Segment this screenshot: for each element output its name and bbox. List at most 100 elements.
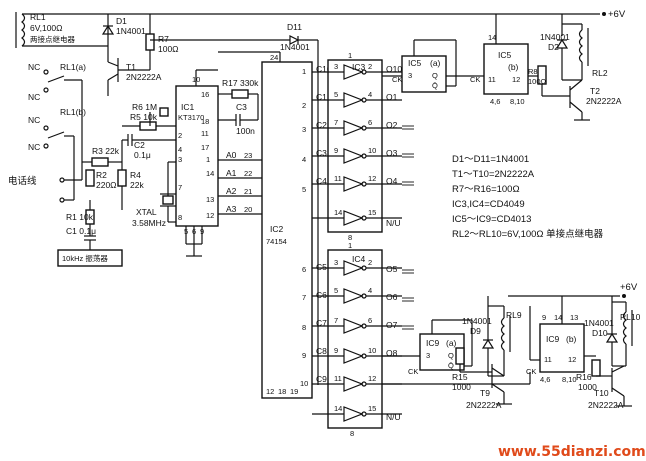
- diode-d11: D11 1N4001: [150, 22, 319, 385]
- ic4-out-o6: O6: [386, 292, 398, 302]
- ic2-out-pin-7: 7: [302, 293, 306, 302]
- r8-value: 100Ω: [528, 77, 547, 86]
- t1-name: T1: [126, 62, 136, 72]
- ic4-in-pin: 5: [334, 286, 338, 295]
- ic4-out-pin: 6: [368, 316, 372, 325]
- ic3-inverter-gate: 14 15: [312, 208, 402, 226]
- d9-name: D9: [470, 326, 481, 336]
- ic3-out-pin: 2: [368, 62, 372, 71]
- ic4-out-pin: 10: [368, 346, 376, 355]
- ic9b-name: IC9: [546, 334, 560, 344]
- ic1-pin-8: 8: [178, 213, 182, 222]
- ic1-pin-12: 12: [206, 211, 214, 220]
- ic3-inverter-triangle: [343, 64, 364, 80]
- ic4-out-o5: O5: [386, 264, 398, 274]
- ic4-out-pin: 2: [368, 258, 372, 267]
- t1-part: 2N2222A: [126, 72, 162, 82]
- r17-label: R17 330k: [222, 78, 259, 88]
- ic1-pin-18: 18: [201, 117, 209, 126]
- xtal-value: 3.58MHz: [132, 218, 166, 228]
- supply-bottom-label: +6V: [620, 282, 638, 293]
- r5-label: R5 10k: [130, 112, 158, 122]
- signal-c4: C4: [316, 176, 327, 186]
- signal-c1: C1: [316, 92, 327, 102]
- d2-part: 1N4001: [540, 32, 570, 42]
- ic3-in-pin: 14: [334, 208, 342, 217]
- ic3-inverter-triangle: [343, 92, 364, 108]
- ic2-pin-20: 20: [244, 205, 252, 214]
- oscillator-network: R1 10k C1 0.1μ 10kHz 振荡器: [57, 200, 123, 267]
- ic3-in-pin: 9: [334, 146, 338, 155]
- t9-name: T9: [480, 388, 490, 398]
- ic1-part: KT3170: [178, 113, 204, 122]
- ic4-out-o8: O8: [386, 348, 398, 358]
- d10-part: 1N4001: [584, 318, 614, 328]
- relay-rl1: RL1 6V,100Ω 两接点继电器: [15, 12, 108, 48]
- ic2-out-pin-3: 3: [302, 125, 306, 134]
- t10-name: T10: [594, 388, 609, 398]
- bottom-supply-rail: +6V: [508, 282, 638, 298]
- ic3-out-nu: N/U: [386, 218, 401, 228]
- ic3-pin-8: 8: [348, 233, 352, 242]
- rl2-label: RL2: [592, 68, 608, 78]
- ic4-in-pin: 11: [334, 374, 342, 383]
- ic2-out-pin-6: 6: [302, 265, 306, 274]
- ic1-kt3170: IC1 KT3170 10 16 18 2 4 11 17 7 8 3 5 6 …: [168, 69, 219, 257]
- legend-line-3: R7～R16=100Ω: [452, 184, 520, 195]
- ic9b-ck: CK: [526, 367, 536, 376]
- c2-value: 0.1μ: [134, 150, 151, 160]
- ic3-pin-1: 1: [348, 51, 352, 60]
- ic5a-half: (a): [430, 58, 441, 68]
- r7-value: 100Ω: [158, 44, 179, 54]
- signal-c3: C3: [316, 148, 327, 158]
- ic4-out-pin: 12: [368, 374, 376, 383]
- component-legend: D1～D11=1N4001 T1～T10=2N2222A R7～R16=100Ω…: [452, 154, 604, 240]
- ic1-pin-13: 13: [206, 195, 214, 204]
- address-bus: A0 A1 A2 A3: [218, 150, 262, 215]
- ic9a-qbar: Q̄: [448, 361, 454, 370]
- ic3-out-o3: O3: [386, 148, 398, 158]
- rl1a-label: RL1(a): [60, 62, 86, 72]
- relay-driver-9: 1N4001 D9 RL9 R15 1000 T9 2N2222A: [452, 296, 522, 410]
- top-supply-rail: +6V: [108, 9, 626, 20]
- ic4-in-pin: 9: [334, 346, 338, 355]
- ic9b-pin-12: 12: [568, 355, 576, 364]
- ic4-inverter-triangle: [343, 348, 364, 364]
- ic5a-q: Q: [432, 71, 438, 80]
- ic3-out-o10: O10: [386, 64, 402, 74]
- nc-label-1: NC: [28, 62, 40, 72]
- output-stubs: [402, 125, 414, 330]
- ic3-out-pin: 12: [368, 174, 376, 183]
- ic4-inverter-triangle: [343, 376, 364, 392]
- legend-line-2: T1～T10=2N2222A: [452, 169, 535, 180]
- d1-name: D1: [116, 16, 127, 26]
- signal-c9: C9: [316, 374, 327, 384]
- ic9b-pin-9: 9: [542, 313, 546, 322]
- rl10-label: RL10: [620, 312, 641, 322]
- ic3-out-pin: 15: [368, 208, 376, 217]
- r16-value: 1000: [578, 382, 597, 392]
- ic2-pin-24: 24: [270, 53, 278, 62]
- rl1b-label: RL1(b): [60, 107, 86, 117]
- ic4-out-o7: O7: [386, 320, 398, 330]
- ic9a-half: (a): [446, 338, 457, 348]
- ic3-name: IC3: [352, 62, 366, 72]
- r1-label: R1 10k: [66, 212, 94, 222]
- ic3-inverter-triangle: [343, 176, 364, 192]
- ic3-out-pin: 4: [368, 90, 372, 99]
- ic5b-pin-12: 12: [512, 75, 520, 84]
- ic2-out-pin-10: 10: [300, 379, 308, 388]
- relay-driver-10: 1N4001 D10 RL10 R16 1000 T10 2N2222A: [576, 296, 641, 410]
- r7-name: R7: [158, 34, 169, 44]
- ic3-out-o2: O2: [386, 120, 398, 130]
- ic5b-name: IC5: [498, 50, 512, 60]
- ic4-inverter-triangle: [343, 288, 364, 304]
- ic9-b: 9 14 13 IC9 (b) 11 12 CK 4,6 8,10: [526, 296, 596, 384]
- input-network: R3 22k R2 220Ω R4 22k C2 0.1μ R5 10k R6 …: [82, 102, 176, 210]
